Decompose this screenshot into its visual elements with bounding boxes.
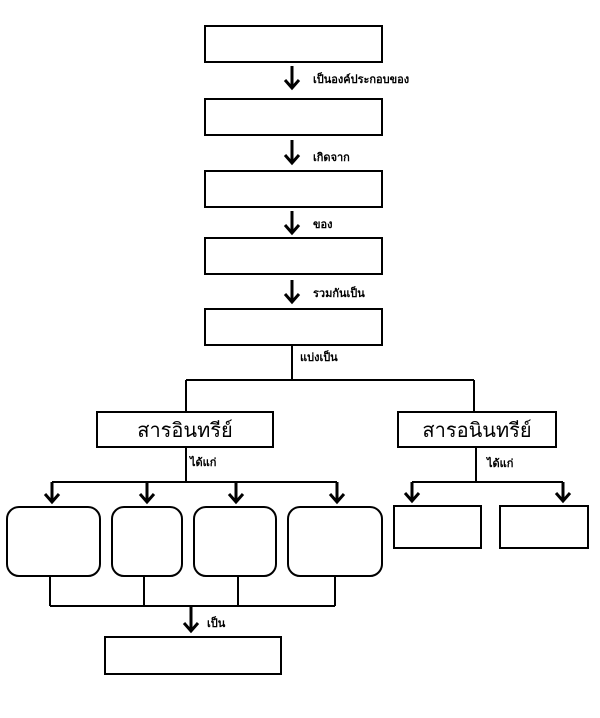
- concept-box-5: [204, 308, 383, 346]
- relation-label-8: เป็น: [207, 616, 226, 630]
- concept-box-1: [204, 25, 383, 63]
- organic-item-box-1: [6, 506, 101, 577]
- arrow-2: [283, 140, 301, 166]
- organic-item-box-3: [193, 506, 277, 577]
- inorganic-item-box-1: [393, 505, 482, 549]
- split-connector: [185, 345, 475, 412]
- organic-item-box-2: [111, 506, 183, 577]
- organic-branch-connector: [52, 447, 337, 483]
- arrow-inorganic-1: [403, 482, 421, 504]
- result-box: [104, 636, 282, 675]
- organic-label: สารอินทรีย์: [137, 418, 233, 442]
- relation-label-5: แบ่งเป็น: [300, 350, 338, 364]
- relation-label-4: รวมกันเป็น: [313, 286, 365, 300]
- relation-label-1: เป็นองค์ประกอบของ: [313, 72, 409, 86]
- arrow-organic-1: [43, 482, 61, 505]
- relation-label-7: ได้แก่: [485, 456, 514, 470]
- arrow-1: [283, 66, 301, 91]
- concept-box-3: [204, 170, 383, 208]
- arrow-merge: [182, 606, 200, 634]
- arrow-inorganic-2: [554, 482, 572, 504]
- inorganic-item-box-2: [499, 505, 589, 549]
- organic-item-box-4: [287, 506, 383, 577]
- inorganic-label: สารอนินทรีย์: [422, 418, 531, 442]
- concept-box-4: [204, 237, 383, 275]
- organic-box: [96, 411, 274, 448]
- arrow-organic-4: [328, 482, 346, 505]
- relation-label-2: เกิดจาก: [313, 151, 350, 164]
- relation-label-6: ได้แก่: [188, 455, 217, 469]
- merge-connector: [49, 576, 336, 607]
- arrow-4: [283, 280, 301, 305]
- concept-box-2: [204, 98, 383, 136]
- relation-label-3: ของ: [313, 218, 333, 231]
- arrow-organic-3: [227, 482, 245, 505]
- arrow-organic-2: [138, 482, 156, 505]
- inorganic-branch-connector: [412, 447, 563, 483]
- arrow-3: [283, 211, 301, 236]
